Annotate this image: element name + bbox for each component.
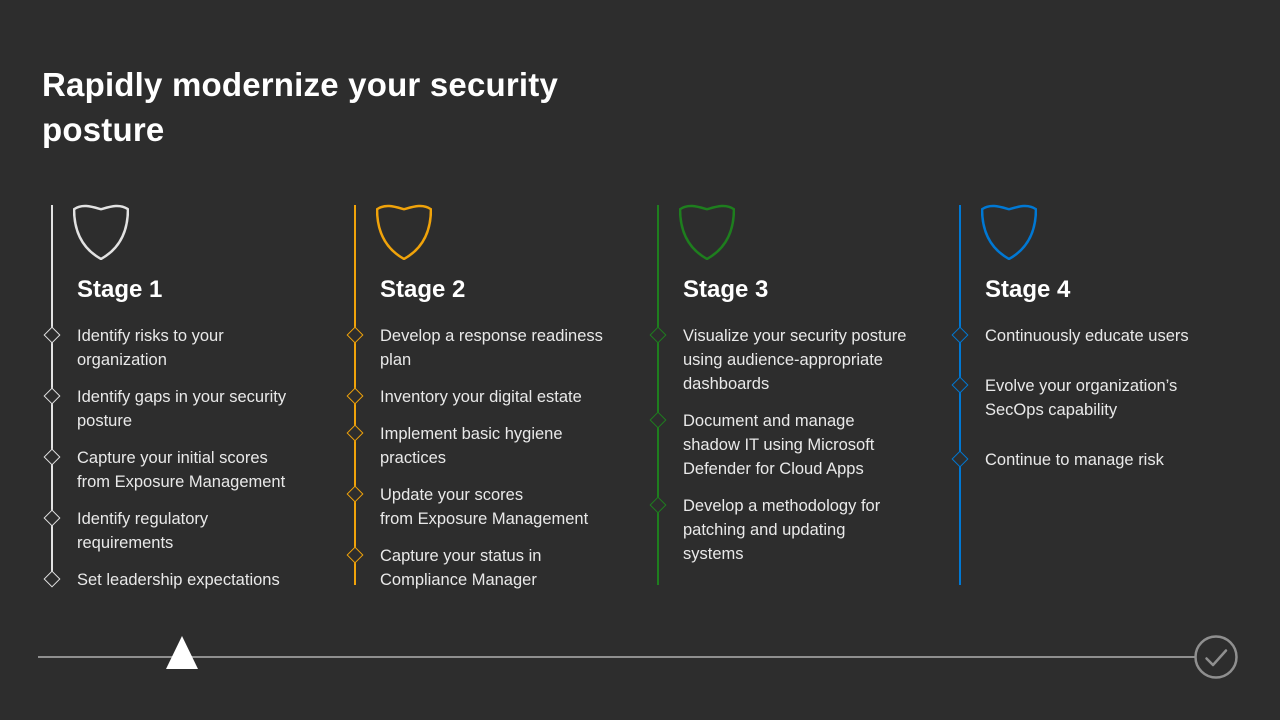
list-item: Inventory your digital estate	[346, 385, 648, 409]
stage-2-column: Stage 2 Develop a response readiness pla…	[346, 203, 654, 603]
stage-4-items: Continuously educate users Evolve your o…	[951, 324, 1253, 472]
list-item: Capture your status in Compliance Manage…	[346, 544, 648, 592]
stage-3-items: Visualize your security posture using au…	[649, 324, 951, 566]
list-item: Capture your initial scores from Exposur…	[43, 446, 345, 494]
shield-icon	[980, 203, 1038, 265]
stage-2-label: Stage 2	[380, 276, 466, 303]
diamond-bullet-icon	[43, 448, 61, 466]
list-item: Visualize your security posture using au…	[649, 324, 951, 396]
stage-1-label: Stage 1	[77, 276, 163, 303]
stage-4-label: Stage 4	[985, 276, 1071, 303]
diamond-bullet-icon	[43, 387, 61, 405]
stage-4-timeline-line	[959, 205, 961, 585]
shield-icon	[72, 203, 130, 265]
list-item: Identify regulatory requirements	[43, 507, 345, 555]
stage-3-label: Stage 3	[683, 276, 769, 303]
list-item: Document and manage shadow IT using Micr…	[649, 409, 951, 481]
diamond-bullet-icon	[43, 570, 61, 588]
triangle-marker-icon	[166, 636, 198, 669]
list-item: Set leadership expectations	[43, 568, 345, 592]
diamond-bullet-icon	[43, 326, 61, 344]
stage-4-column: Stage 4 Continuously educate users Evolv…	[951, 203, 1259, 603]
list-item: Update your scores from Exposure Managem…	[346, 483, 648, 531]
list-item: Implement basic hygiene practices	[346, 422, 648, 470]
list-item: Develop a methodology for patching and u…	[649, 494, 951, 566]
list-item: Identify risks to your organization	[43, 324, 345, 372]
stage-1-column: Stage 1 Identify risks to your organizat…	[43, 203, 351, 603]
list-item: Continue to manage risk	[951, 448, 1253, 472]
stage-3-timeline-line	[657, 205, 659, 585]
shield-icon	[375, 203, 433, 265]
diamond-bullet-icon	[43, 509, 61, 527]
list-item: Continuously educate users	[951, 324, 1253, 348]
stage-1-items: Identify risks to your organization Iden…	[43, 324, 345, 592]
list-item: Evolve your organization’s SecOps capabi…	[951, 374, 1253, 422]
stage-3-column: Stage 3 Visualize your security posture …	[649, 203, 957, 603]
list-item: Identify gaps in your security posture	[43, 385, 345, 433]
list-item: Develop a response readiness plan	[346, 324, 648, 372]
check-circle-icon	[1193, 634, 1239, 685]
shield-icon	[678, 203, 736, 265]
slide-title: Rapidly modernize your security posture	[42, 66, 559, 148]
progress-line	[38, 656, 1195, 658]
stage-2-items: Develop a response readiness plan Invent…	[346, 324, 648, 592]
